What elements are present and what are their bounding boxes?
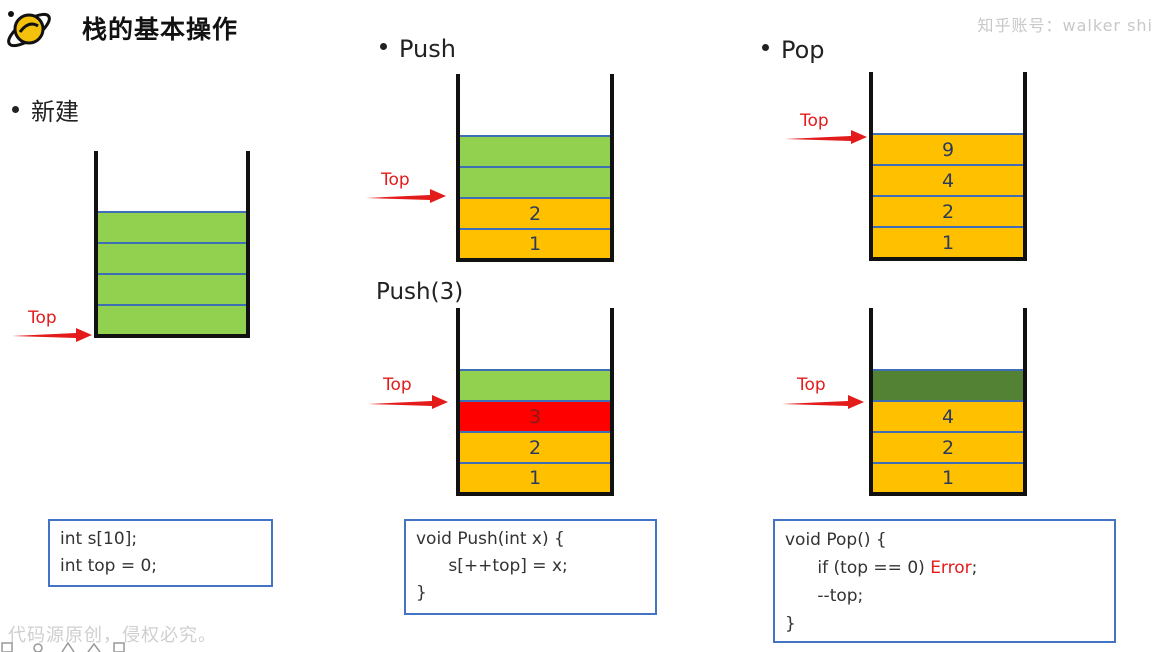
top-pointer-label: Top	[28, 308, 57, 328]
stack-push-after: 3 2 1	[456, 308, 614, 496]
stack-push-before: 2 1	[456, 74, 614, 262]
top-pointer-label: Top	[381, 170, 410, 190]
top-pointer-arrow-icon	[785, 130, 867, 144]
push-3-label: Push(3)	[376, 279, 464, 305]
stack-pop-before: 9 4 2 1	[869, 72, 1027, 261]
code-box-push: void Push(int x) { s[++top] = x; }	[404, 519, 657, 615]
code-line: }	[416, 583, 427, 603]
copyright-note: 代码源原创，侵权必究。	[8, 625, 217, 646]
bullet-new: 新建	[12, 92, 79, 127]
stack-cell	[98, 242, 246, 273]
top-pointer-arrow-icon	[782, 395, 864, 409]
top-pointer-label: Top	[800, 111, 829, 131]
stack-cell	[460, 369, 610, 400]
page-title: 栈的基本操作	[82, 15, 239, 44]
stack-cell	[460, 166, 610, 197]
top-pointer-arrow-icon	[366, 189, 446, 203]
bullet-dot	[12, 105, 19, 113]
bullet-dot	[380, 42, 387, 50]
footer-toolbar-icon	[1, 641, 125, 652]
planet-logo-icon	[7, 11, 51, 48]
stack-cell: 2	[873, 195, 1023, 226]
top-pointer-arrow-icon	[368, 395, 448, 409]
code-box-pop: void Pop() { if (top == 0) Error; --top;…	[773, 519, 1116, 643]
code-line: void Push(int x) {	[416, 529, 565, 549]
stack-cell: 1	[460, 228, 610, 258]
stack-cell	[98, 304, 246, 334]
code-line: int top = 0;	[60, 556, 158, 576]
stack-cell: 9	[873, 133, 1023, 164]
stack-cell: 2	[460, 197, 610, 228]
stack-cell	[873, 369, 1023, 400]
code-line-error: if (top == 0) Error;	[785, 554, 1104, 582]
code-line: int s[10];	[60, 529, 138, 549]
bullet-dot	[762, 43, 769, 51]
stack-pop-after: 4 2 1	[869, 308, 1027, 496]
stack-new	[94, 151, 250, 338]
stack-cell: 2	[873, 431, 1023, 462]
code-box-new: int s[10]; int top = 0;	[48, 519, 273, 587]
stack-cell	[460, 135, 610, 166]
code-line: s[++top] = x;	[416, 556, 568, 576]
top-pointer-label: Top	[383, 375, 412, 395]
code-line: --top;	[785, 586, 864, 606]
section-label-pop: Pop	[781, 36, 825, 64]
top-pointer-label: Top	[797, 375, 826, 395]
section-label-new: 新建	[31, 98, 79, 126]
stack-cell: 4	[873, 164, 1023, 195]
stack-cell: 2	[460, 431, 610, 462]
stack-cell	[98, 211, 246, 242]
bullet-push: Push	[380, 35, 456, 63]
stack-cell: 1	[873, 462, 1023, 492]
account-watermark: 知乎账号：walker shi	[977, 16, 1153, 35]
stack-cell: 1	[873, 226, 1023, 257]
stack-cell	[98, 273, 246, 304]
bullet-pop: Pop	[762, 36, 825, 64]
stack-cell: 4	[873, 400, 1023, 431]
section-label-push: Push	[399, 35, 456, 63]
top-pointer-arrow-icon	[12, 328, 92, 342]
code-text: if (top == 0)	[785, 558, 931, 578]
stack-cell: 1	[460, 462, 610, 492]
error-keyword: Error	[930, 558, 972, 578]
stack-cell: 3	[460, 400, 610, 431]
code-line: }	[785, 614, 796, 634]
code-line: void Pop() {	[785, 530, 887, 550]
code-text: ;	[971, 558, 978, 578]
